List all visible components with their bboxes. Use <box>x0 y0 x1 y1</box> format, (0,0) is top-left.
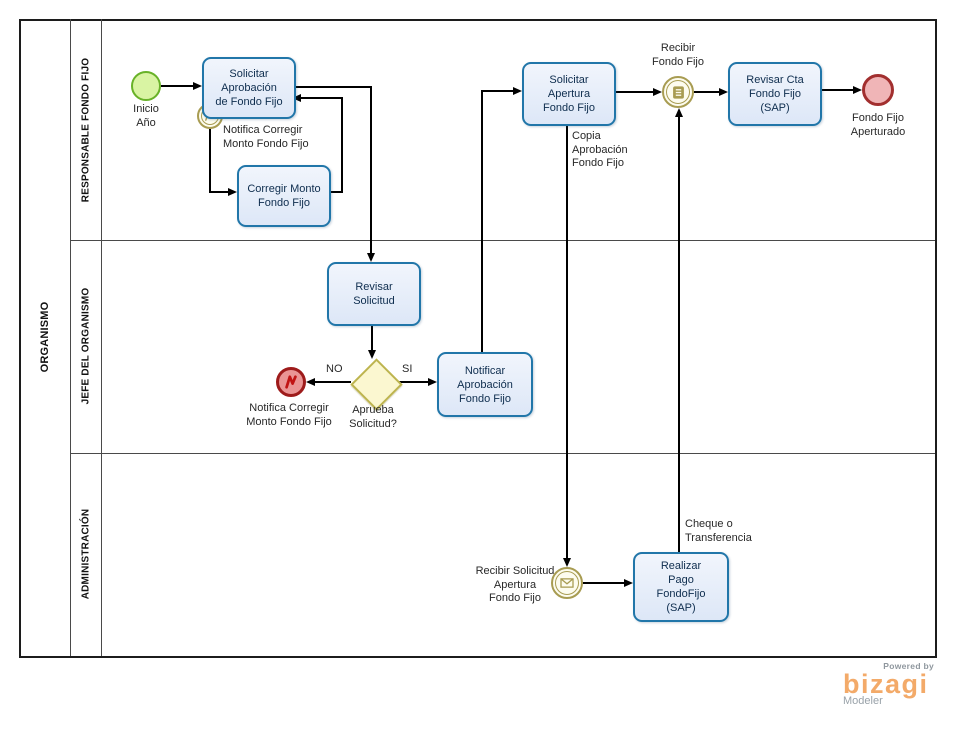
lane-divider-1 <box>70 240 935 241</box>
task-revisar-solicitud[interactable]: Revisar Solicitud <box>327 262 421 326</box>
flow-recibir-revisarcta <box>694 91 719 93</box>
flow-revisarcta-end <box>818 89 853 91</box>
task-notificar-aprobacion[interactable]: Notificar Aprobación Fondo Fijo <box>437 352 533 417</box>
arrowhead <box>653 87 662 96</box>
pool-border <box>19 19 937 658</box>
label-gateway-no: NO <box>326 363 343 375</box>
flow-notificar-apertura-h <box>481 90 514 92</box>
intermediate-event-recibir-fondo[interactable] <box>662 76 694 108</box>
arrowhead <box>719 87 728 96</box>
arrowhead <box>193 81 202 90</box>
arrowhead <box>228 187 237 196</box>
arrowhead <box>367 350 376 359</box>
modeler-text: Modeler <box>843 695 883 707</box>
label-aprueba-solicitud: Aprueba Solicitud? <box>349 404 397 430</box>
flow-corregir-loop-h2 <box>301 97 343 99</box>
label-gateway-si: SI <box>402 363 413 375</box>
pool-label: ORGANISMO <box>39 301 51 373</box>
label-inicio-ano: Inicio Año <box>133 103 159 129</box>
bizagi-logo: bizagi <box>843 669 929 699</box>
bizagi-branding: Powered by bizagi Modeler <box>843 661 937 707</box>
arrowhead <box>292 93 301 102</box>
lane-divider-2 <box>70 453 935 454</box>
end-event-fondo-aperturado[interactable] <box>862 74 894 106</box>
task-corregir-monto[interactable]: Corregir Monto Fondo Fijo <box>237 165 331 227</box>
error-end-event[interactable] <box>276 367 306 397</box>
arrowhead <box>853 85 862 94</box>
arrowhead <box>513 86 522 95</box>
arrowhead <box>562 558 571 567</box>
envelope-icon <box>555 571 579 595</box>
task-solicitar-aprobacion[interactable]: Solicitar Aprobación de Fondo Fijo <box>202 57 296 119</box>
flow-solicitar-revisar-h <box>292 86 372 88</box>
lane-label-responsable: RESPONSABLE FONDO FIJO <box>80 57 92 203</box>
message-event-recibir-solicitud[interactable] <box>551 567 583 599</box>
flow-gateway-no <box>315 381 351 383</box>
flow-solicitar-revisar-v <box>370 86 372 254</box>
flow-corregir-loop-v <box>341 97 343 193</box>
label-notifica-end: Notifica Corregir Monto Fondo Fijo <box>246 402 332 428</box>
lined-document-icon <box>666 80 690 104</box>
flow-copia-aprobacion <box>566 122 568 558</box>
label-fondo-aperturado: Fondo Fijo Aperturado <box>850 112 906 138</box>
lane-label-divider <box>101 19 102 656</box>
arrowhead <box>428 377 437 386</box>
label-copia-aprobacion: Copia Aprobación Fondo Fijo <box>572 130 628 169</box>
arrowhead <box>624 578 633 587</box>
label-notifica-boundary: Notifica Corregir Monto Fondo Fijo <box>223 124 309 150</box>
flow-boundary-corregir-v <box>209 129 211 193</box>
label-recibir-solicitud: Recibir Solicitud Apertura Fondo Fijo <box>475 565 555 604</box>
start-event-inicio-ano[interactable] <box>131 71 161 101</box>
lane-label-jefe: JEFE DEL ORGANISMO <box>80 287 92 405</box>
flow-revisar-gateway <box>371 322 373 350</box>
task-solicitar-apertura[interactable]: Solicitar Apertura Fondo Fijo <box>522 62 616 126</box>
flow-corregir-loop-h1 <box>327 191 343 193</box>
flow-notificar-apertura-v <box>481 90 483 353</box>
arrowhead <box>366 253 375 262</box>
powered-by-text: Powered by <box>883 661 934 671</box>
flow-inicio-solicitar <box>161 85 194 87</box>
label-recibir-fondo: Recibir Fondo Fijo <box>652 42 704 68</box>
lane-label-administracion: ADMINISTRACIÓN <box>80 508 92 600</box>
task-revisar-cta[interactable]: Revisar Cta Fondo Fijo (SAP) <box>728 62 822 126</box>
flow-recibirsol-pago <box>583 582 624 584</box>
arrowhead <box>306 377 315 386</box>
flow-cheque-transferencia <box>678 117 680 552</box>
pool-label-divider <box>70 19 71 656</box>
flow-gateway-si <box>397 381 428 383</box>
label-cheque-transferencia: Cheque o Transferencia <box>685 518 752 544</box>
flow-boundary-corregir-h <box>209 191 229 193</box>
arrowhead <box>674 108 683 117</box>
error-bolt-icon <box>285 375 297 389</box>
task-realizar-pago[interactable]: Realizar Pago FondoFijo (SAP) <box>633 552 729 622</box>
flow-apertura-recibir <box>612 91 653 93</box>
